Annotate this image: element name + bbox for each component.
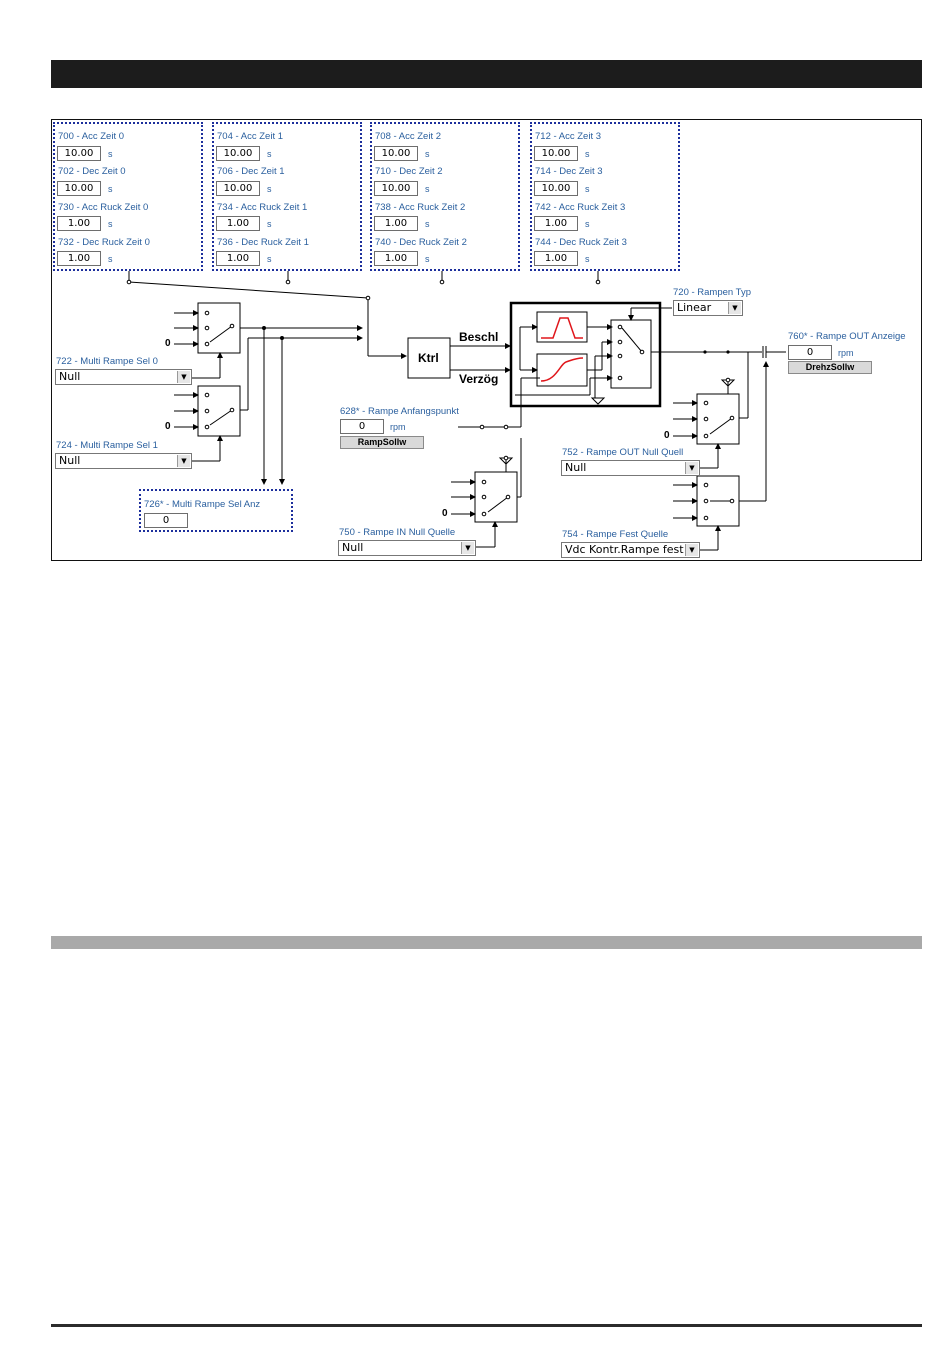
- param-label: 740 - Dec Ruck Zeit 2: [375, 237, 467, 248]
- rampe-anfangspunkt-label: 628* - Rampe Anfangspunkt: [340, 406, 459, 417]
- rampsollw-button[interactable]: RampSollw: [340, 436, 424, 449]
- param-unit: s: [585, 184, 590, 194]
- zero-input-label: 0: [165, 338, 171, 349]
- param-label: 730 - Acc Ruck Zeit 0: [58, 202, 149, 213]
- zero-input-label: 0: [664, 430, 670, 441]
- drehzsollw-button[interactable]: DrehzSollw: [788, 361, 872, 374]
- multi-rampe-sel-0-select[interactable]: Null ▼: [55, 369, 192, 385]
- param-label: 742 - Acc Ruck Zeit 3: [535, 202, 626, 213]
- rampe-anfangspunkt-unit: rpm: [390, 422, 406, 432]
- param-label: 714 - Dec Zeit 3: [535, 166, 603, 177]
- section-divider-bar: [51, 936, 922, 949]
- ramp-group-0: [53, 122, 203, 271]
- param-label: 702 - Dec Zeit 0: [58, 166, 126, 177]
- param-value-field[interactable]: 1.00: [534, 251, 578, 266]
- ramp-group-2: [370, 122, 520, 271]
- param-label: 700 - Acc Zeit 0: [58, 131, 125, 142]
- rampe-out-anzeige-unit: rpm: [838, 348, 854, 358]
- param-value-field[interactable]: 1.00: [57, 251, 101, 266]
- select-value: Vdc Kontr.Rampe fest: [565, 543, 684, 556]
- param-value-field[interactable]: 10.00: [374, 146, 418, 161]
- rampe-out-anzeige-label: 760* - Rampe OUT Anzeige: [788, 331, 906, 342]
- param-value-field[interactable]: 1.00: [374, 251, 418, 266]
- beschl-label: Beschl: [459, 330, 499, 344]
- zero-input-label: 0: [442, 508, 448, 519]
- multi-rampe-sel-anz-group: [139, 489, 293, 532]
- select-value: Null: [59, 454, 81, 467]
- header-bar: [51, 60, 922, 88]
- param-label: 710 - Dec Zeit 2: [375, 166, 443, 177]
- param-value-field[interactable]: 10.00: [534, 181, 578, 196]
- param-label: 736 - Dec Ruck Zeit 1: [217, 237, 309, 248]
- multi-rampe-sel-1-select[interactable]: Null ▼: [55, 453, 192, 469]
- param-unit: s: [267, 254, 272, 264]
- multi-rampe-sel-0-label: 722 - Multi Rampe Sel 0: [56, 356, 158, 367]
- select-value: Null: [342, 541, 364, 554]
- rampe-fest-quelle-select[interactable]: Vdc Kontr.Rampe fest ▼: [561, 542, 700, 558]
- diagram-frame: [51, 119, 922, 561]
- ramp-group-3: [530, 122, 680, 271]
- rampe-out-null-quell-label: 752 - Rampe OUT Null Quell: [562, 447, 684, 458]
- rampe-in-null-quelle-label: 750 - Rampe IN Null Quelle: [339, 527, 456, 538]
- param-unit: s: [267, 149, 272, 159]
- rampe-out-null-quell-select[interactable]: Null ▼: [561, 460, 700, 476]
- chevron-down-icon[interactable]: ▼: [685, 462, 698, 474]
- select-value: Null: [565, 461, 587, 474]
- param-value-field[interactable]: 1.00: [216, 251, 260, 266]
- multi-rampe-sel-anz-field: 0: [144, 513, 188, 528]
- param-value-field[interactable]: 1.00: [216, 216, 260, 231]
- ramp-group-1: [212, 122, 362, 271]
- chevron-down-icon[interactable]: ▼: [177, 455, 190, 467]
- multi-rampe-sel-anz-label: 726* - Multi Rampe Sel Anz: [144, 499, 261, 510]
- select-value: Linear: [677, 301, 712, 314]
- param-unit: s: [425, 184, 430, 194]
- multi-rampe-sel-1-label: 724 - Multi Rampe Sel 1: [56, 440, 158, 451]
- param-unit: s: [108, 149, 113, 159]
- param-unit: s: [425, 254, 430, 264]
- param-unit: s: [585, 149, 590, 159]
- verzog-label: Verzög: [459, 372, 499, 386]
- param-label: 744 - Dec Ruck Zeit 3: [535, 237, 627, 248]
- param-unit: s: [108, 254, 113, 264]
- param-unit: s: [267, 219, 272, 229]
- rampen-typ-label: 720 - Rampen Typ: [673, 287, 751, 298]
- param-unit: s: [267, 184, 272, 194]
- ktrl-block-label: Ktrl: [418, 351, 439, 365]
- param-label: 734 - Acc Ruck Zeit 1: [217, 202, 308, 213]
- rampe-out-anzeige-field: 0: [788, 345, 832, 360]
- param-value-field[interactable]: 10.00: [534, 146, 578, 161]
- chevron-down-icon[interactable]: ▼: [728, 302, 741, 314]
- param-value-field[interactable]: 1.00: [57, 216, 101, 231]
- param-label: 732 - Dec Ruck Zeit 0: [58, 237, 150, 248]
- rampen-typ-select[interactable]: Linear ▼: [673, 300, 743, 316]
- param-label: 706 - Dec Zeit 1: [217, 166, 285, 177]
- chevron-down-icon[interactable]: ▼: [461, 542, 474, 554]
- zero-input-label: 0: [165, 421, 171, 432]
- param-label: 704 - Acc Zeit 1: [217, 131, 284, 142]
- param-label: 712 - Acc Zeit 3: [535, 131, 602, 142]
- chevron-down-icon[interactable]: ▼: [685, 544, 698, 556]
- param-value-field[interactable]: 10.00: [216, 146, 260, 161]
- param-unit: s: [108, 184, 113, 194]
- param-value-field[interactable]: 10.00: [374, 181, 418, 196]
- param-label: 738 - Acc Ruck Zeit 2: [375, 202, 466, 213]
- param-value-field[interactable]: 1.00: [374, 216, 418, 231]
- rampe-in-null-quelle-select[interactable]: Null ▼: [338, 540, 476, 556]
- param-value-field[interactable]: 10.00: [57, 146, 101, 161]
- param-unit: s: [108, 219, 113, 229]
- param-unit: s: [585, 254, 590, 264]
- rampe-fest-quelle-label: 754 - Rampe Fest Quelle: [562, 529, 669, 540]
- param-value-field[interactable]: 10.00: [57, 181, 101, 196]
- param-unit: s: [425, 149, 430, 159]
- param-unit: s: [585, 219, 590, 229]
- param-value-field[interactable]: 10.00: [216, 181, 260, 196]
- param-value-field[interactable]: 1.00: [534, 216, 578, 231]
- param-label: 708 - Acc Zeit 2: [375, 131, 442, 142]
- param-unit: s: [425, 219, 430, 229]
- select-value: Null: [59, 370, 81, 383]
- footer-line: [51, 1324, 922, 1327]
- rampe-anfangspunkt-field: 0: [340, 419, 384, 434]
- chevron-down-icon[interactable]: ▼: [177, 371, 190, 383]
